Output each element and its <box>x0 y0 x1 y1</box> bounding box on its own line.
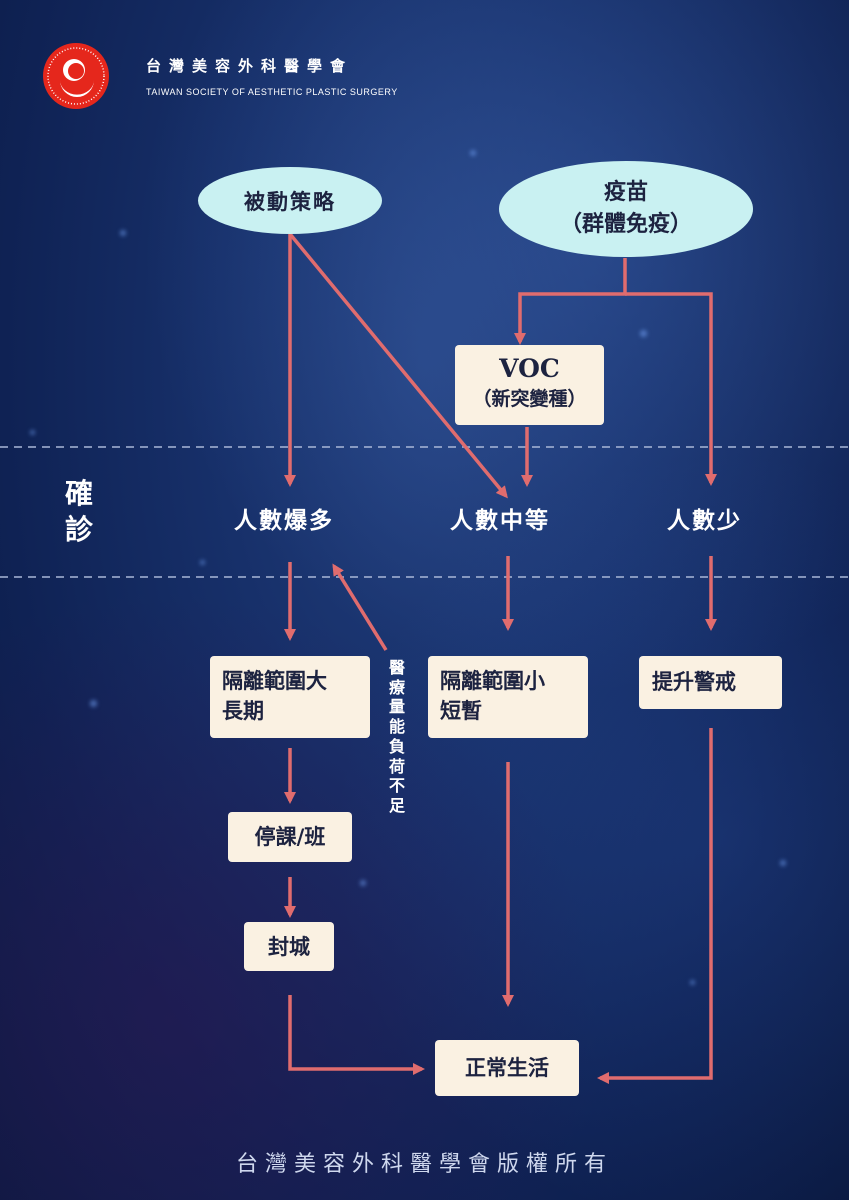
node-cases-high: 人數爆多 <box>234 508 334 534</box>
node-suspend-classes-label: 停課/班 <box>254 825 326 849</box>
node-isolation-small-line2: 短暫 <box>440 699 482 723</box>
node-isolation-large-line1: 隔離範圍大 <box>222 669 327 693</box>
node-lockdown: 封城 <box>244 922 334 971</box>
node-voc-line1: VOC <box>499 354 560 383</box>
node-passive-strategy-label: 被動策略 <box>244 189 336 214</box>
capacity-overload-note: 醫療量能負荷不足 <box>388 658 405 815</box>
header: 台灣美容外科醫學會 TAIWAN SOCIETY OF AESTHETIC PL… <box>42 42 398 110</box>
node-cases-medium: 人數中等 <box>450 508 550 534</box>
node-normal-life-label: 正常生活 <box>465 1056 549 1080</box>
node-voc: VOC （新突變種） <box>455 345 604 425</box>
node-raise-alert: 提升警戒 <box>639 656 782 709</box>
node-isolation-small-line1: 隔離範圍小 <box>440 669 545 693</box>
arrow-alert-to-normal <box>597 728 713 1084</box>
footer-copyright: 台灣美容外科醫學會版權所有 <box>235 1152 613 1177</box>
node-passive-strategy: 被動策略 <box>198 167 382 234</box>
node-isolation-large-line2: 長期 <box>222 699 264 723</box>
arrow-vaccine-to-voc <box>514 258 627 345</box>
node-lockdown-label: 封城 <box>268 935 310 959</box>
arrow-vaccine-to-low <box>625 292 717 486</box>
node-raise-alert-label: 提升警戒 <box>652 670 736 694</box>
node-voc-line2: （新突變種） <box>472 388 587 410</box>
arrow-passive-to-medium <box>288 232 508 499</box>
org-name-en: TAIWAN SOCIETY OF AESTHETIC PLASTIC SURG… <box>146 87 398 97</box>
confirmed-cases-label: 確診 <box>65 477 94 546</box>
node-isolation-large: 隔離範圍大 長期 <box>210 656 370 738</box>
node-cases-low: 人數少 <box>667 508 742 534</box>
node-normal-life: 正常生活 <box>435 1040 579 1096</box>
arrow-capacity-feedback <box>332 563 388 651</box>
node-suspend-classes: 停課/班 <box>228 812 352 862</box>
arrow-lockdown-to-normal <box>288 995 425 1075</box>
org-name-zh: 台灣美容外科醫學會 <box>146 57 354 75</box>
node-isolation-small: 隔離範圍小 短暫 <box>428 656 588 738</box>
node-vaccine: 疫苗 （群體免疫） <box>499 161 753 257</box>
node-vaccine-line2: （群體免疫） <box>559 212 692 237</box>
society-logo <box>42 42 110 110</box>
node-vaccine-line1: 疫苗 <box>603 180 648 205</box>
